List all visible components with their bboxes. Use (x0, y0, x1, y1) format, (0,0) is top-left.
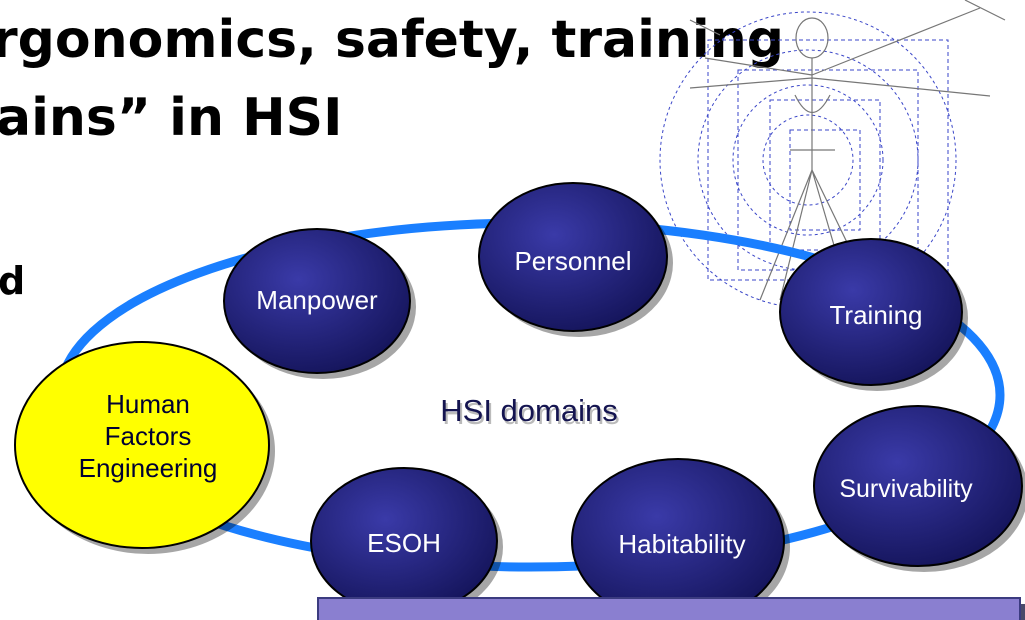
center-label: HSI domains HSI domains (440, 393, 619, 431)
domain-label-personnel: Personnel (514, 246, 631, 276)
bottom-label-box (317, 597, 1025, 620)
domain-label-training: Training (830, 300, 923, 330)
domain-habitability: Habitability (571, 458, 790, 620)
domain-label-engineering: Engineering (79, 453, 218, 483)
domain-manpower: Manpower (223, 228, 416, 379)
center-label-shadow: HSI domains (442, 396, 619, 431)
domain-survivability: Survivability (813, 405, 1025, 572)
domain-label-survivability: Survivability (839, 475, 973, 503)
domain-label-human: Human (106, 389, 190, 419)
domain-esoh: ESOH (310, 467, 503, 620)
slide-title-line-2: ains” in HSI (0, 88, 343, 148)
slide-title-line-1: rgonomics, safety, training (0, 10, 784, 70)
center-label-text: HSI domains (440, 393, 617, 428)
domain-label-habitability: Habitability (618, 529, 745, 559)
domain-personnel: Personnel (478, 182, 673, 337)
domain-human-factors-engineering: Human Factors Engineering (14, 341, 275, 554)
bullet-text-fragment: d (0, 259, 26, 303)
domain-training: Training (779, 238, 968, 391)
domain-label-manpower: Manpower (256, 285, 378, 315)
domain-label-factors: Factors (105, 421, 192, 451)
domain-label-esoh: ESOH (367, 528, 441, 558)
